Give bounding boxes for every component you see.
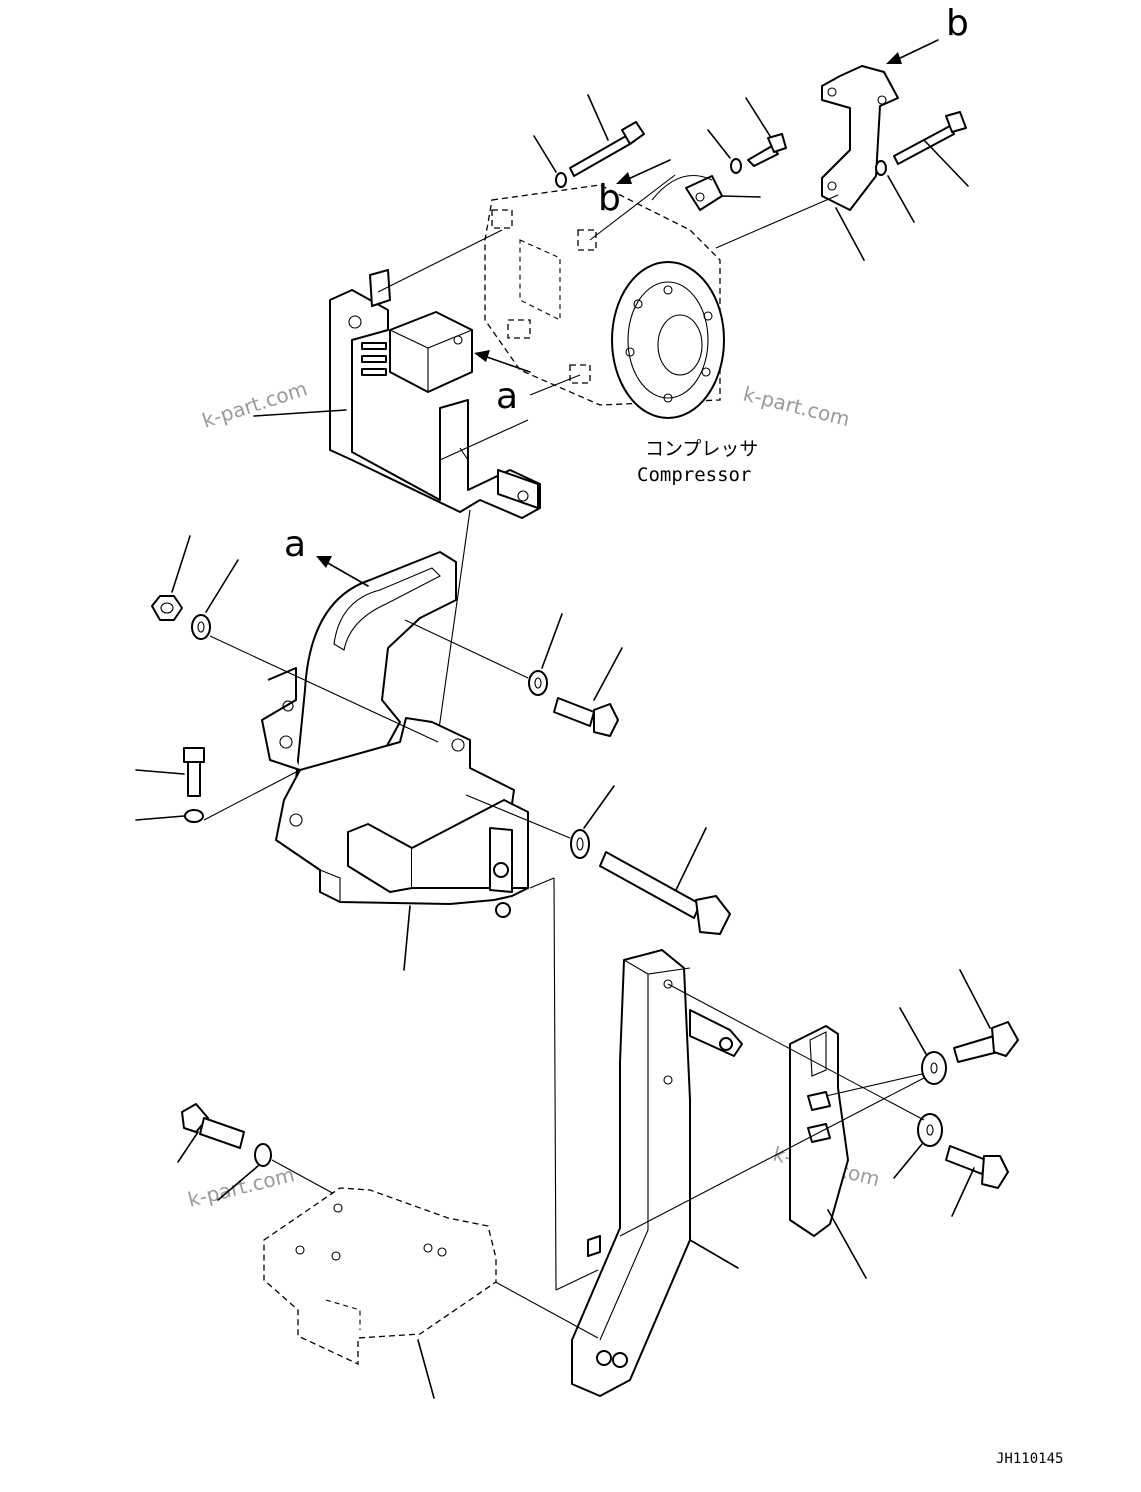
washer-left-mid <box>135 809 204 823</box>
assembly-lines-lower-right <box>619 983 925 1237</box>
upper-compressor-bracket <box>329 269 541 519</box>
nut-left <box>151 535 191 621</box>
assembly-line-mid <box>404 619 529 679</box>
washer-right-mid <box>570 785 615 859</box>
top-right-bracket <box>821 65 899 211</box>
bolt-left-mid <box>135 747 205 797</box>
assembly-line-right-mid <box>465 794 571 839</box>
top-bolt-3 <box>893 111 969 187</box>
view-arrow-b-middle: b <box>598 159 671 219</box>
top-bolt-2 <box>745 97 787 167</box>
top-washer-3 <box>875 160 915 223</box>
compressor-label-en: Compressor <box>637 464 751 486</box>
bolt-lower-right-2 <box>945 1145 1009 1217</box>
long-bolt <box>599 827 731 935</box>
assembly-line-left-mid <box>203 769 301 821</box>
slotted-bracket <box>789 1025 867 1279</box>
washer-lower-right-2 <box>893 1113 943 1179</box>
drawing-code: JH110145 <box>996 1451 1063 1467</box>
assembly-lines-lower <box>529 877 599 1291</box>
view-arrow-b-top: b <box>886 3 969 64</box>
washer-lower-right-1 <box>899 1007 947 1085</box>
svg-text:a: a <box>496 376 518 417</box>
washer-left <box>191 559 239 640</box>
lower-support-bracket <box>571 949 743 1397</box>
bolt-bottom-left <box>177 1103 245 1163</box>
watermark-right: k-part.com <box>741 382 852 432</box>
compressor <box>484 184 725 419</box>
bolt-lower-right-1 <box>953 969 1019 1063</box>
leader-top-right-bracket <box>835 207 865 261</box>
washer-mid-right <box>528 613 563 696</box>
assembly-line-nut <box>209 635 439 743</box>
svg-text:b: b <box>598 178 621 219</box>
leader-main-bracket <box>403 905 411 971</box>
harness-clip <box>651 175 761 211</box>
svg-text:a: a <box>284 524 306 565</box>
main-mounting-bracket <box>261 667 529 918</box>
washer-bottom-left <box>217 1143 272 1201</box>
view-arrow-a-upper: a <box>474 350 531 417</box>
svg-text:b: b <box>946 3 969 44</box>
view-arrow-a-middle: a <box>284 524 369 587</box>
compressor-label-jp: コンプレッサ <box>645 438 758 460</box>
bolt-mid-right <box>553 647 623 737</box>
top-bolt-1 <box>569 94 645 177</box>
top-washer-2 <box>707 129 742 174</box>
dashed-reference-box <box>263 1187 497 1399</box>
top-washer-1 <box>533 135 567 188</box>
leader-upper-bracket <box>253 409 347 417</box>
watermark-left: k-part.com <box>199 376 310 432</box>
watermark-bottom-left: k-part.com <box>185 1162 296 1212</box>
assembly-lines-upper <box>377 174 839 751</box>
